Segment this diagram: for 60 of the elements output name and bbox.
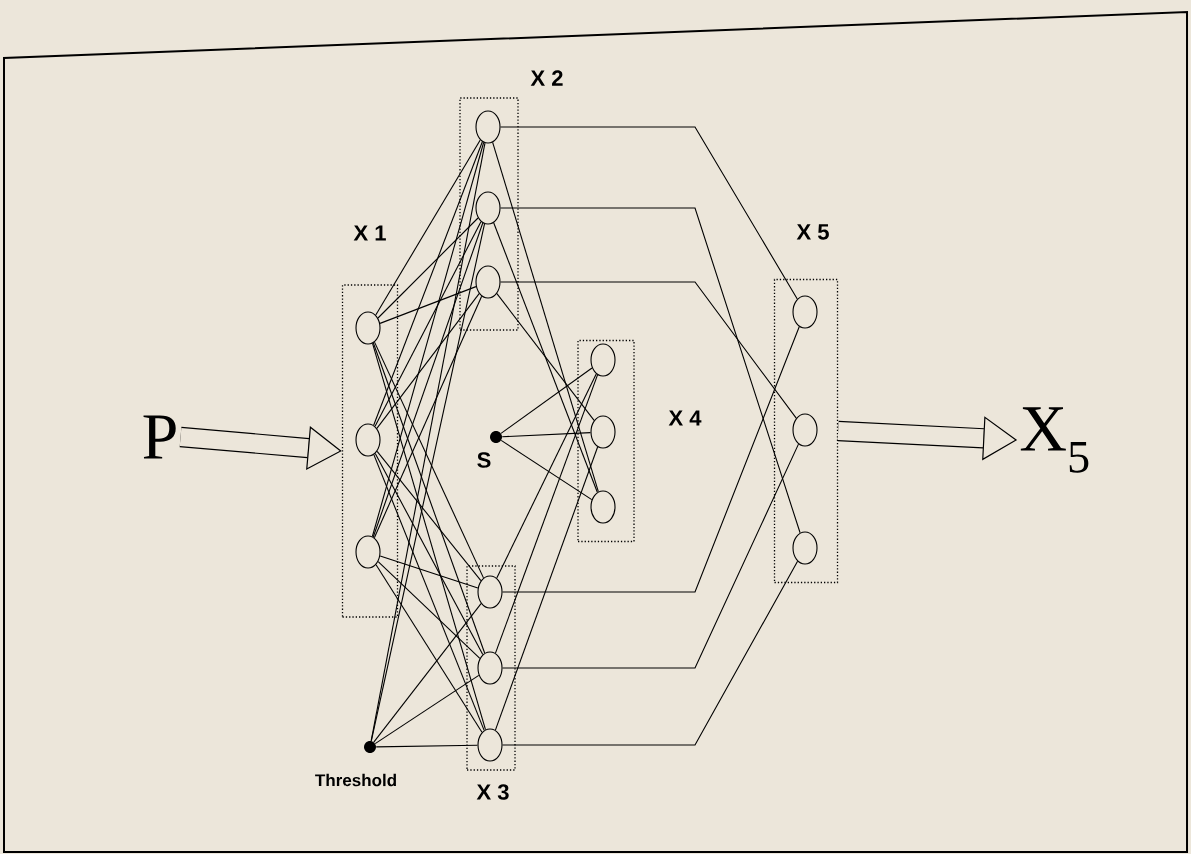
connection-line: [496, 373, 597, 579]
connection-line: [372, 342, 486, 654]
neuron-circle: [355, 423, 381, 457]
connection-line: [502, 326, 800, 593]
connection-line: [377, 561, 481, 659]
neuron-circle: [590, 490, 616, 524]
neuron-circle: [475, 110, 501, 144]
connection-line: [379, 555, 479, 589]
connection-line: [501, 432, 591, 438]
connection-line: [376, 293, 480, 429]
connection-line: [372, 222, 484, 538]
neuron-circle: [475, 191, 501, 225]
layer-label: X 4: [668, 410, 702, 426]
node-label: Threshold: [315, 773, 396, 787]
connection-line: [375, 744, 478, 748]
neuron-circle: [792, 413, 818, 447]
connection-line: [376, 450, 482, 582]
neuron-circle: [355, 311, 381, 345]
connection-line: [500, 126, 798, 300]
connection-line: [492, 141, 599, 493]
connection-line: [500, 281, 797, 419]
layer-label: X 3: [476, 784, 509, 800]
layer-label: X 1: [353, 225, 386, 241]
connection-line: [502, 443, 800, 669]
connection-line: [373, 603, 482, 743]
connection-line: [493, 222, 598, 493]
neuron-circle: [792, 531, 818, 565]
neuron-circle: [477, 651, 503, 685]
connection-line: [494, 374, 599, 654]
connection-line: [371, 141, 485, 538]
connection-line: [374, 452, 484, 656]
connection-line: [496, 293, 595, 421]
connection-line: [500, 367, 593, 434]
connection-line: [373, 454, 485, 731]
connection-line: [502, 560, 799, 746]
connection-line: [500, 207, 801, 534]
neuron-circle: [477, 728, 503, 762]
connection-line: [379, 286, 477, 324]
connection-line: [375, 564, 483, 733]
variable-label: X$_{5}$: [1020, 407, 1089, 473]
connection-line: [375, 139, 481, 316]
neuron-circle: [477, 575, 503, 609]
neuron-circle: [475, 265, 501, 299]
connection-line: [374, 221, 482, 427]
variable-label: P: [143, 415, 176, 459]
connection-line: [373, 141, 483, 426]
neuron-circle: [590, 415, 616, 449]
connection-line: [500, 439, 593, 501]
connection-line: [371, 342, 487, 731]
neuron-circle: [792, 295, 818, 329]
connection-line: [373, 295, 483, 539]
node-label: S: [477, 452, 491, 468]
neuron-circle: [590, 343, 616, 377]
neuron-circle: [355, 535, 381, 569]
connection-line: [377, 217, 479, 319]
layer-label: X 2: [530, 70, 563, 86]
connection-line: [494, 446, 599, 731]
connection-line: [374, 341, 485, 579]
connection-line: [374, 674, 480, 745]
layer-label: X 5: [796, 224, 829, 240]
